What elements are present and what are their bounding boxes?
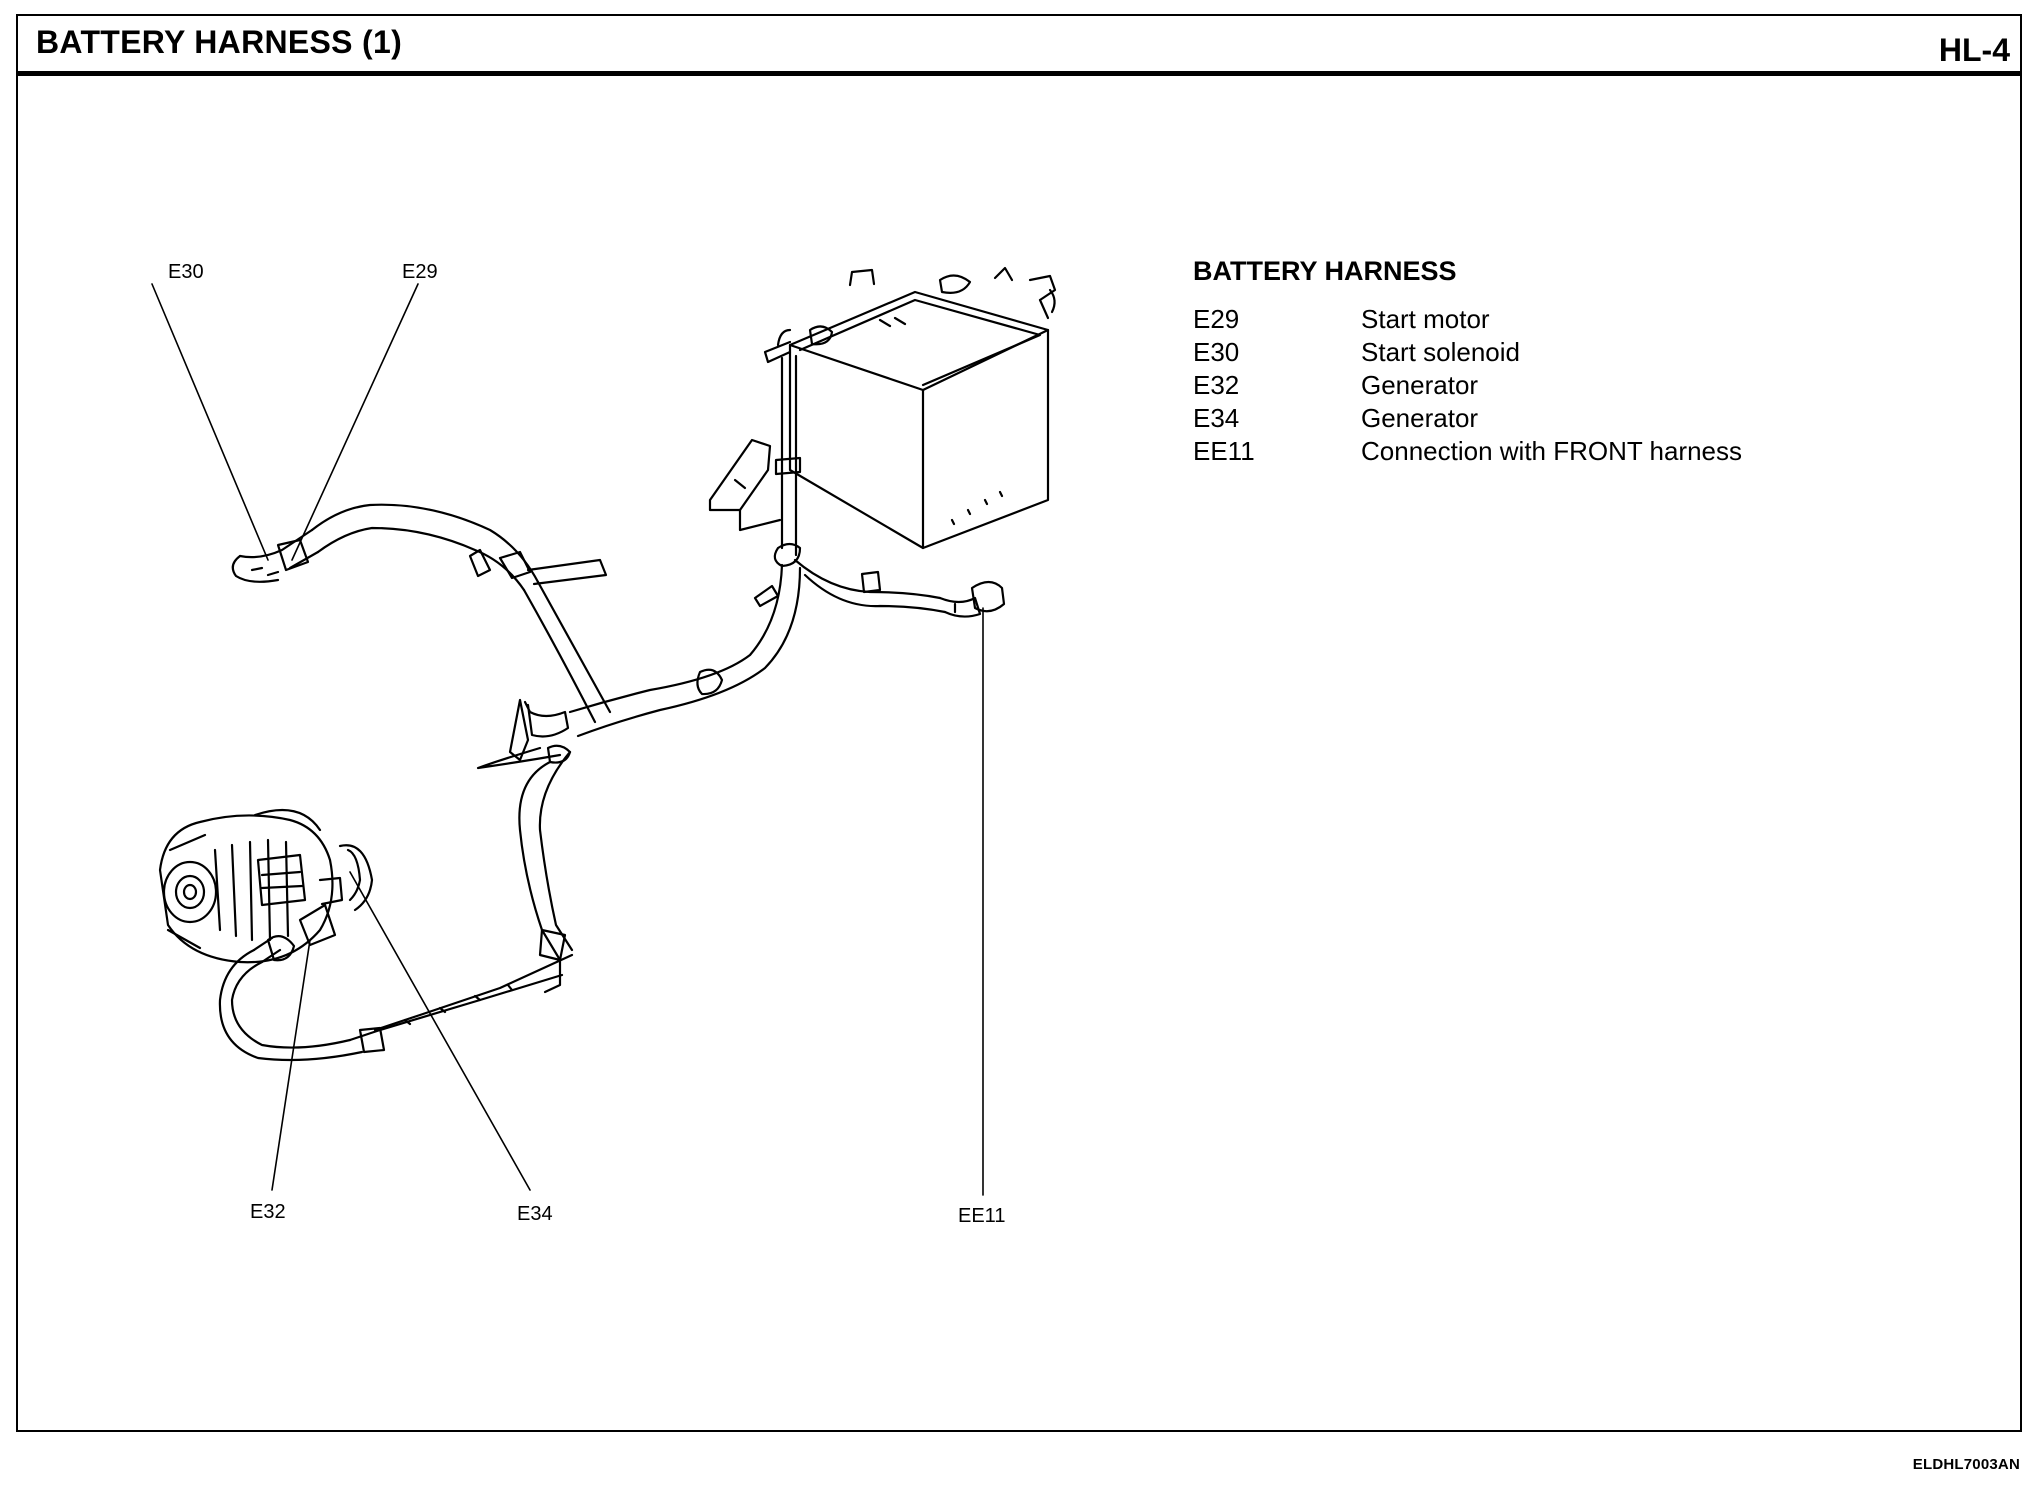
legend-row: E30 Start solenoid: [1193, 336, 1893, 369]
callout-e34: E34: [517, 1203, 553, 1225]
battery: [763, 266, 1057, 550]
harness-ee11-branch: [793, 558, 1006, 618]
page-code: HL-4: [1938, 32, 2010, 68]
battery-bracket: [708, 438, 782, 532]
legend-description: Connection with FRONT harness: [1361, 436, 1743, 466]
harness-main-trunk: [476, 563, 802, 770]
legend-description: Generator: [1361, 370, 1479, 400]
legend-code: EE11: [1193, 436, 1255, 466]
legend-row: E29 Start motor: [1193, 303, 1893, 336]
harness-starter-branch: [231, 503, 612, 724]
legend-row: E32 Generator: [1193, 369, 1893, 402]
legend-row: EE11 Connection with FRONT harness: [1193, 435, 1893, 468]
legend-code: E29: [1193, 304, 1240, 334]
page-header: BATTERY HARNESS (1) HL-4: [16, 14, 2022, 76]
legend-description: Start motor: [1361, 304, 1490, 334]
document-code: ELDHL7003AN: [1912, 1456, 2020, 1473]
callout-e29: E29: [402, 261, 438, 283]
harness-mid-bracket: [508, 698, 572, 764]
callout-ee11: EE11: [958, 1205, 1005, 1227]
harness-alternator-branch: [218, 750, 574, 1062]
legend-row: E34 Generator: [1193, 402, 1893, 435]
legend-code: E30: [1193, 337, 1240, 367]
battery-cable: [753, 354, 802, 608]
callout-leaders: [151, 283, 984, 1196]
legend-title: BATTERY HARNESS: [1193, 256, 1457, 286]
page-frame: [16, 14, 2022, 1432]
callout-e30: E30: [168, 261, 204, 283]
legend-code: E32: [1193, 370, 1240, 400]
legend-description: Generator: [1361, 403, 1479, 433]
connector-legend: BATTERY HARNESS E29 Start motor E30 Star…: [1193, 256, 1893, 468]
page-title: BATTERY HARNESS (1): [36, 24, 403, 60]
legend-description: Start solenoid: [1361, 337, 1520, 367]
alternator: [158, 808, 344, 964]
callout-labels: E30 E29 E32 E34 EE11: [168, 261, 1005, 1227]
legend-code: E34: [1193, 403, 1240, 433]
callout-e32: E32: [250, 1201, 286, 1223]
